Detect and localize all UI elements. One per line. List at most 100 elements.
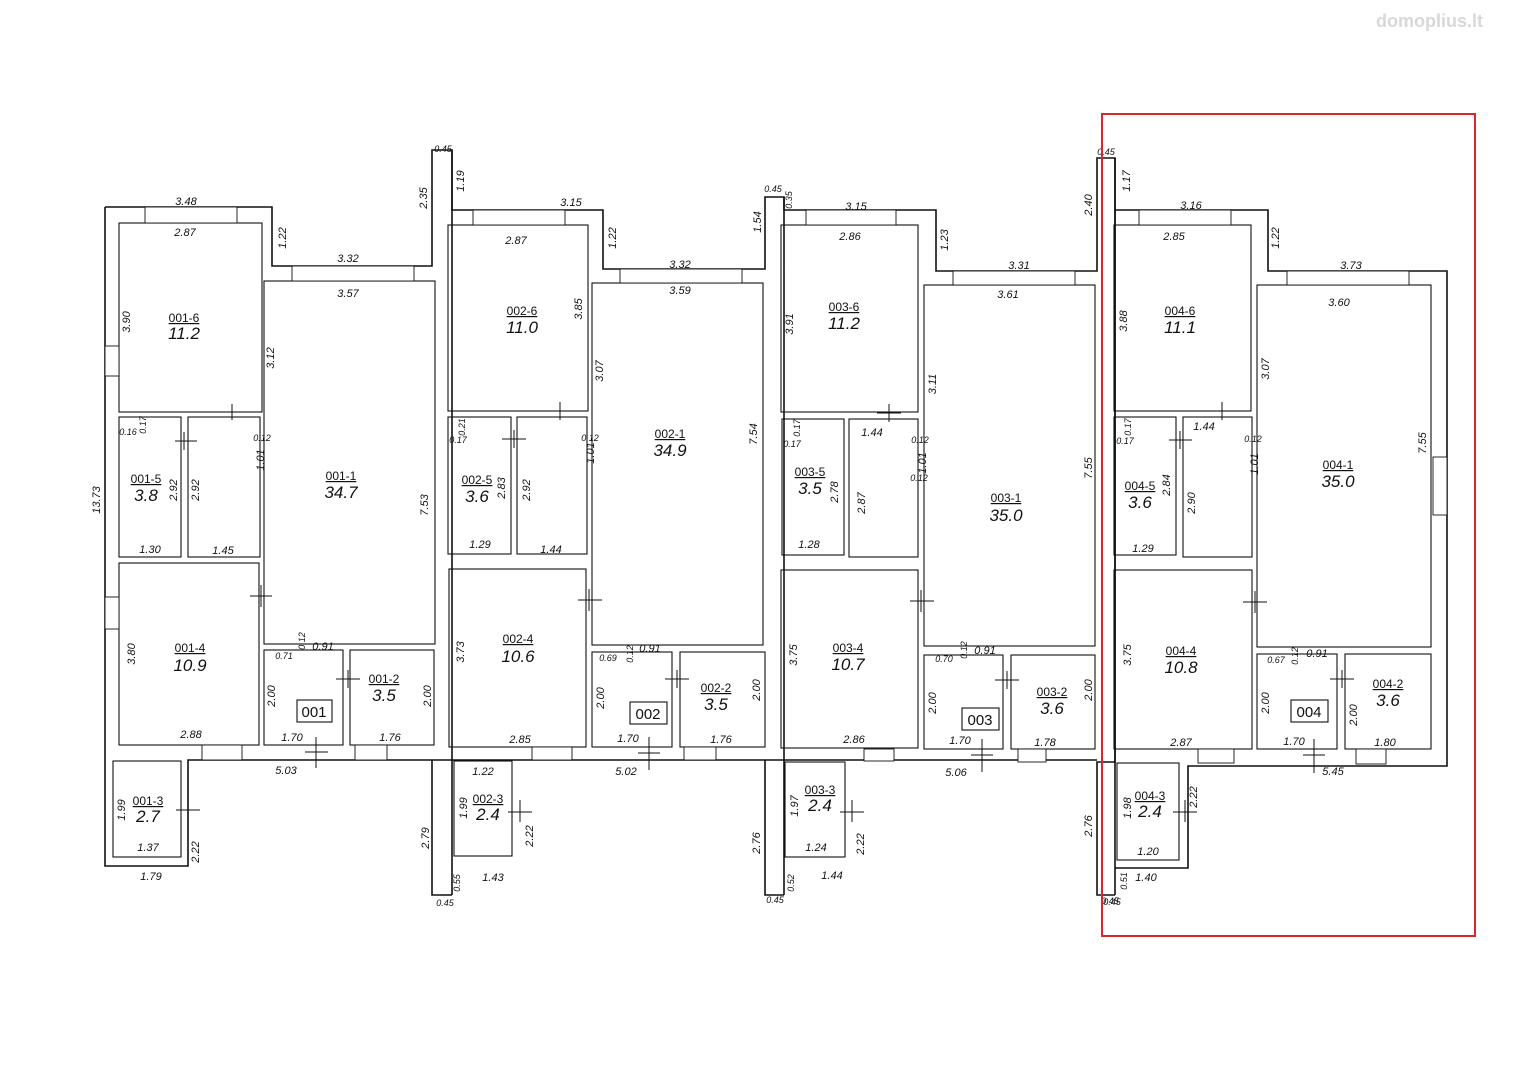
dim-label: 5.06 — [945, 767, 967, 779]
dim-label: 1.44 — [861, 427, 882, 439]
dim-label: 0.71 — [275, 651, 293, 661]
dim-label: 1.01 — [255, 449, 267, 470]
room-label: 003-6 — [829, 300, 860, 314]
dim-label: 2.22 — [855, 833, 867, 855]
room-label: 002-5 — [462, 473, 493, 487]
room-label: 001-6 — [169, 311, 200, 325]
dim-label: 1.44 — [821, 870, 842, 882]
dim-label: 5.45 — [1322, 766, 1344, 778]
room-label: 002-1 — [655, 427, 686, 441]
dim-label: 2.00 — [751, 678, 763, 701]
dim-label: 0.91 — [312, 641, 333, 653]
room-area: 3.5 — [704, 695, 728, 714]
room-label: 004-1 — [1323, 458, 1354, 472]
dim-label: 3.16 — [1180, 200, 1202, 212]
dim-label: 3.07 — [1260, 357, 1272, 379]
dim-label: 3.57 — [337, 288, 359, 300]
unit-001: 001 001-6 11.2 001-1 34.7 001-5 3.8 001-… — [91, 144, 462, 908]
dim-label: 1.29 — [1132, 543, 1153, 555]
room-area: 3.6 — [465, 487, 489, 506]
dim-label: 2.87 — [856, 491, 868, 514]
dim-label: 2.92 — [190, 479, 202, 501]
dim-label: 0.45 — [434, 144, 453, 154]
dim-label: 0.51 — [1119, 872, 1129, 890]
dim-label: 3.88 — [1118, 309, 1130, 331]
dim-label: 0.12 — [297, 632, 307, 650]
room-label: 003-3 — [805, 783, 836, 797]
dim-label: 1.24 — [805, 842, 826, 854]
dim-label: 1.22 — [1270, 227, 1282, 248]
dim-label: 1.19 — [455, 170, 467, 191]
dim-label: 3.75 — [1122, 643, 1134, 665]
dim-label: 0.45 — [1103, 897, 1122, 907]
dim-label: 0.45 — [766, 895, 785, 905]
dim-label: 0.21 — [457, 418, 467, 436]
unit-003: 003 003-6 11.2 003-1 35.0 003-5 3.5 003-… — [780, 147, 1120, 906]
dim-label: 1.54 — [752, 211, 764, 232]
dim-label: 13.73 — [91, 485, 103, 513]
dim-label: 1.44 — [1193, 421, 1214, 433]
dim-label: 2.00 — [422, 684, 434, 707]
dim-label: 2.76 — [1083, 814, 1095, 837]
room-area: 11.2 — [828, 314, 860, 333]
room-label: 004-6 — [1165, 304, 1196, 318]
room-area: 2.7 — [135, 807, 160, 826]
dim-label: 2.00 — [1260, 691, 1272, 714]
dim-label: 1.20 — [1137, 846, 1159, 858]
dim-label: 0.17 — [1116, 436, 1135, 446]
dim-label: 2.87 — [173, 227, 196, 239]
dim-label: 1.37 — [137, 842, 159, 854]
dim-label: 0.45 — [764, 184, 783, 194]
dim-label: 1.98 — [1122, 796, 1134, 818]
dim-label: 2.92 — [168, 479, 180, 501]
dim-label: 7.53 — [419, 493, 431, 515]
room-area: 3.5 — [372, 686, 396, 705]
dim-label: 3.32 — [337, 253, 358, 265]
dim-label: 2.35 — [418, 186, 430, 209]
unit-002: 002 002-6 11.0 002-1 34.9 002-5 3.6 002-… — [447, 150, 796, 905]
room-label: 003-2 — [1037, 685, 1068, 699]
dim-label: 3.61 — [997, 289, 1018, 301]
dim-label: 0.55 — [452, 873, 462, 892]
room-area: 3.6 — [1128, 493, 1152, 512]
dim-label: 2.92 — [521, 479, 533, 501]
dim-label: 1.44 — [540, 544, 561, 556]
room-area: 11.0 — [506, 318, 538, 337]
room-label: 004-3 — [1135, 789, 1166, 803]
dim-label: 0.12 — [253, 433, 271, 443]
dim-label: 1.22 — [472, 766, 493, 778]
dim-label: 0.12 — [581, 433, 599, 443]
dim-label: 0.91 — [974, 645, 995, 657]
dim-label: 3.12 — [265, 347, 277, 368]
dim-label: 0.67 — [1267, 655, 1286, 665]
dim-label: 0.12 — [1290, 647, 1300, 665]
room-area: 11.1 — [1164, 318, 1196, 337]
room-label: 001-5 — [131, 472, 162, 486]
dim-label: 1.01 — [585, 442, 597, 463]
dim-label: 1.97 — [789, 794, 801, 816]
unit-004: 004 004-6 11.1 004-1 35.0 004-5 3.6 004-… — [1103, 158, 1448, 907]
room-label: 002-3 — [473, 792, 504, 806]
dim-label: 2.86 — [838, 231, 861, 243]
dim-label: 3.91 — [784, 313, 796, 334]
dim-label: 1.30 — [139, 544, 161, 556]
dim-label: 0.17 — [792, 418, 802, 437]
dim-label: 2.84 — [1161, 474, 1173, 496]
dim-label: 0.45 — [436, 898, 455, 908]
dim-label: 1.01 — [917, 452, 929, 473]
dim-label: 3.15 — [845, 201, 867, 213]
dim-label: 3.15 — [560, 197, 582, 209]
room-label: 003-5 — [795, 465, 826, 479]
room-label: 001-3 — [133, 794, 164, 808]
dim-label: 7.55 — [1083, 456, 1095, 478]
dim-label: 0.70 — [935, 654, 953, 664]
dim-label: 3.80 — [126, 642, 138, 664]
dim-label: 7.54 — [748, 423, 760, 444]
dim-label: 3.31 — [1008, 260, 1029, 272]
dim-label: 1.78 — [1034, 737, 1056, 749]
dim-label: 1.22 — [277, 227, 289, 248]
dim-label: 0.91 — [639, 643, 660, 655]
dim-label: 3.59 — [669, 285, 690, 297]
room-label: 001-1 — [326, 469, 357, 483]
